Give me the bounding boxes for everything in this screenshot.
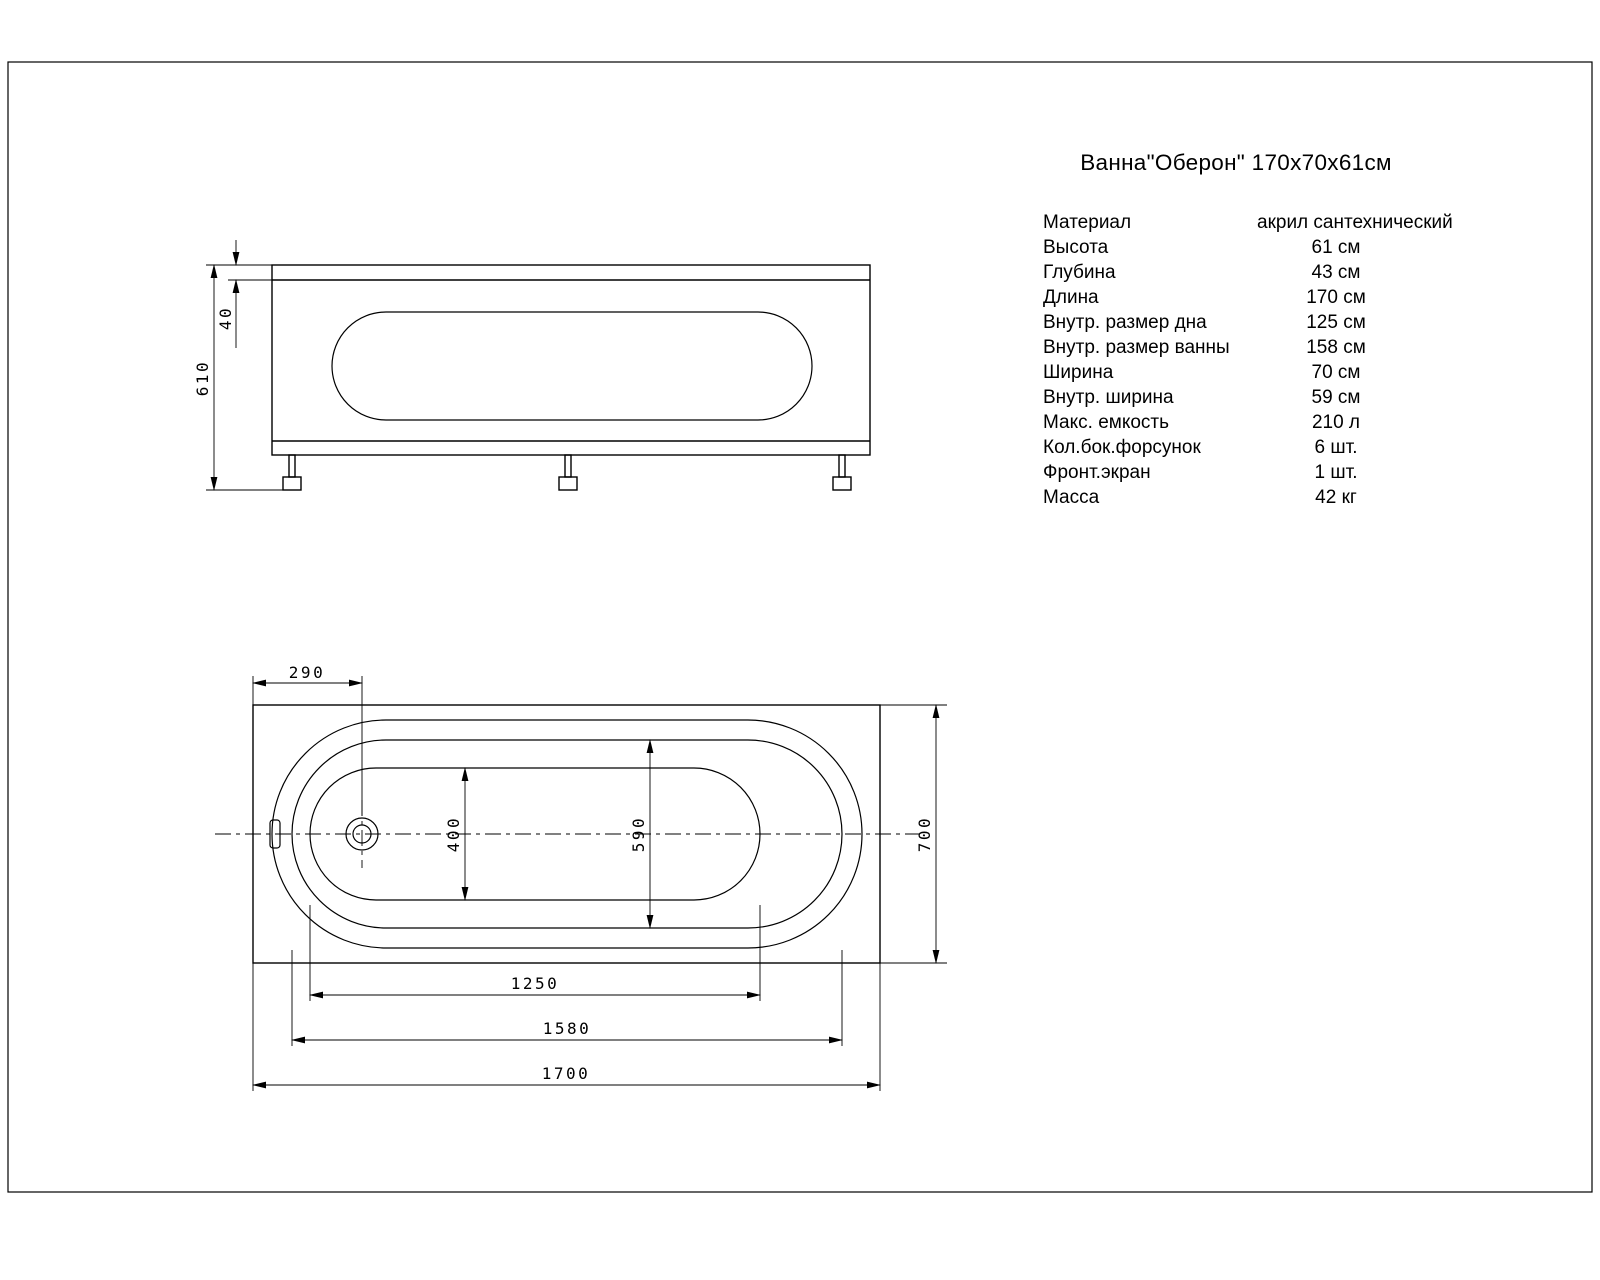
- spec-value: 6 шт.: [1314, 437, 1358, 458]
- spec-row-max-capacity: Макс. емкость 210 л: [1043, 410, 1415, 435]
- spec-value: 170 см: [1306, 287, 1366, 308]
- spec-row-material: Материал акрил сантехнический: [1043, 210, 1453, 235]
- spec-label: Ширина: [1043, 362, 1114, 383]
- spec-value: 1 шт.: [1314, 462, 1358, 483]
- dim-290-group: [252, 676, 363, 816]
- spec-row-length: Длина 170 см: [1043, 285, 1415, 310]
- spec-label: Материал: [1043, 212, 1132, 233]
- dim-1700-group: [252, 963, 881, 1091]
- spec-label: Фронт.экран: [1043, 462, 1151, 483]
- dim-700-label: 700: [915, 816, 934, 852]
- side-view: [271, 264, 871, 491]
- page-frame: [7, 61, 1593, 1193]
- tub-inner-rim-contour: [291, 739, 843, 929]
- spec-row-side-jets: Кол.бок.форсунок 6 шт.: [1043, 435, 1415, 460]
- dim-40-label: 40: [216, 306, 235, 330]
- front-panel-outline: [271, 264, 871, 456]
- spec-row-front-panel: Фронт.экран 1 шт.: [1043, 460, 1415, 485]
- dim-1250-group: [309, 905, 761, 1001]
- spec-row-inner-width: Внутр. ширина 59 см: [1043, 385, 1415, 410]
- spec-value: 125 см: [1306, 312, 1366, 333]
- dim-40-group: [228, 240, 272, 348]
- foot-left: [282, 454, 302, 491]
- spec-list: Материал акрил сантехнический Высота 61 …: [1043, 210, 1453, 510]
- spec-label: Внутр. размер дна: [1043, 312, 1207, 333]
- tub-outer-contour: [271, 719, 863, 949]
- spec-row-height: Высота 61 см: [1043, 235, 1415, 260]
- dim-610-label: 610: [193, 360, 212, 396]
- dim-1580-label: 1580: [543, 1019, 592, 1038]
- spec-value: 59 см: [1311, 387, 1361, 408]
- dim-400-label: 400: [444, 816, 463, 852]
- dim-1700-label: 1700: [542, 1064, 591, 1083]
- spec-value: 70 см: [1311, 362, 1361, 383]
- spec-value: 43 см: [1311, 262, 1361, 283]
- spec-value: акрил сантехнический: [1257, 212, 1453, 233]
- spec-row-depth: Глубина 43 см: [1043, 260, 1415, 285]
- spec-label: Макс. емкость: [1043, 412, 1170, 433]
- spec-label: Внутр. ширина: [1043, 387, 1174, 408]
- spec-value: 61 см: [1311, 237, 1361, 258]
- spec-row-inner-bath-size: Внутр. размер ванны 158 см: [1043, 335, 1415, 360]
- spec-label: Длина: [1043, 287, 1099, 308]
- spec-row-inner-bottom-size: Внутр. размер дна 125 см: [1043, 310, 1415, 335]
- spec-value: 210 л: [1311, 412, 1361, 433]
- page-title: Ванна"Оберон" 170х70х61см: [1080, 150, 1392, 175]
- spec-label: Внутр. размер ванны: [1043, 337, 1230, 358]
- spec-label: Высота: [1043, 237, 1109, 258]
- spec-label: Кол.бок.форсунок: [1043, 437, 1201, 458]
- dim-700-group: [880, 704, 947, 964]
- side-view-dimensions: 610 40: [193, 240, 283, 491]
- dim-1580-group: [291, 950, 843, 1046]
- dim-1250-label: 1250: [511, 974, 560, 993]
- dim-590-label: 590: [629, 816, 648, 852]
- spec-row-weight: Масса 42 кг: [1043, 485, 1415, 510]
- spec-row-width: Ширина 70 см: [1043, 360, 1415, 385]
- spec-value: 42 кг: [1315, 487, 1357, 508]
- spec-value: 158 см: [1306, 337, 1366, 358]
- spec-label: Глубина: [1043, 262, 1116, 283]
- panel-recess-outline: [331, 311, 813, 421]
- foot-right: [832, 454, 852, 491]
- plan-view-dimensions: 290 400 590 700 1250 1580: [252, 663, 947, 1091]
- dim-290-label: 290: [289, 663, 325, 682]
- foot-middle: [558, 454, 578, 491]
- spec-label: Масса: [1043, 487, 1100, 508]
